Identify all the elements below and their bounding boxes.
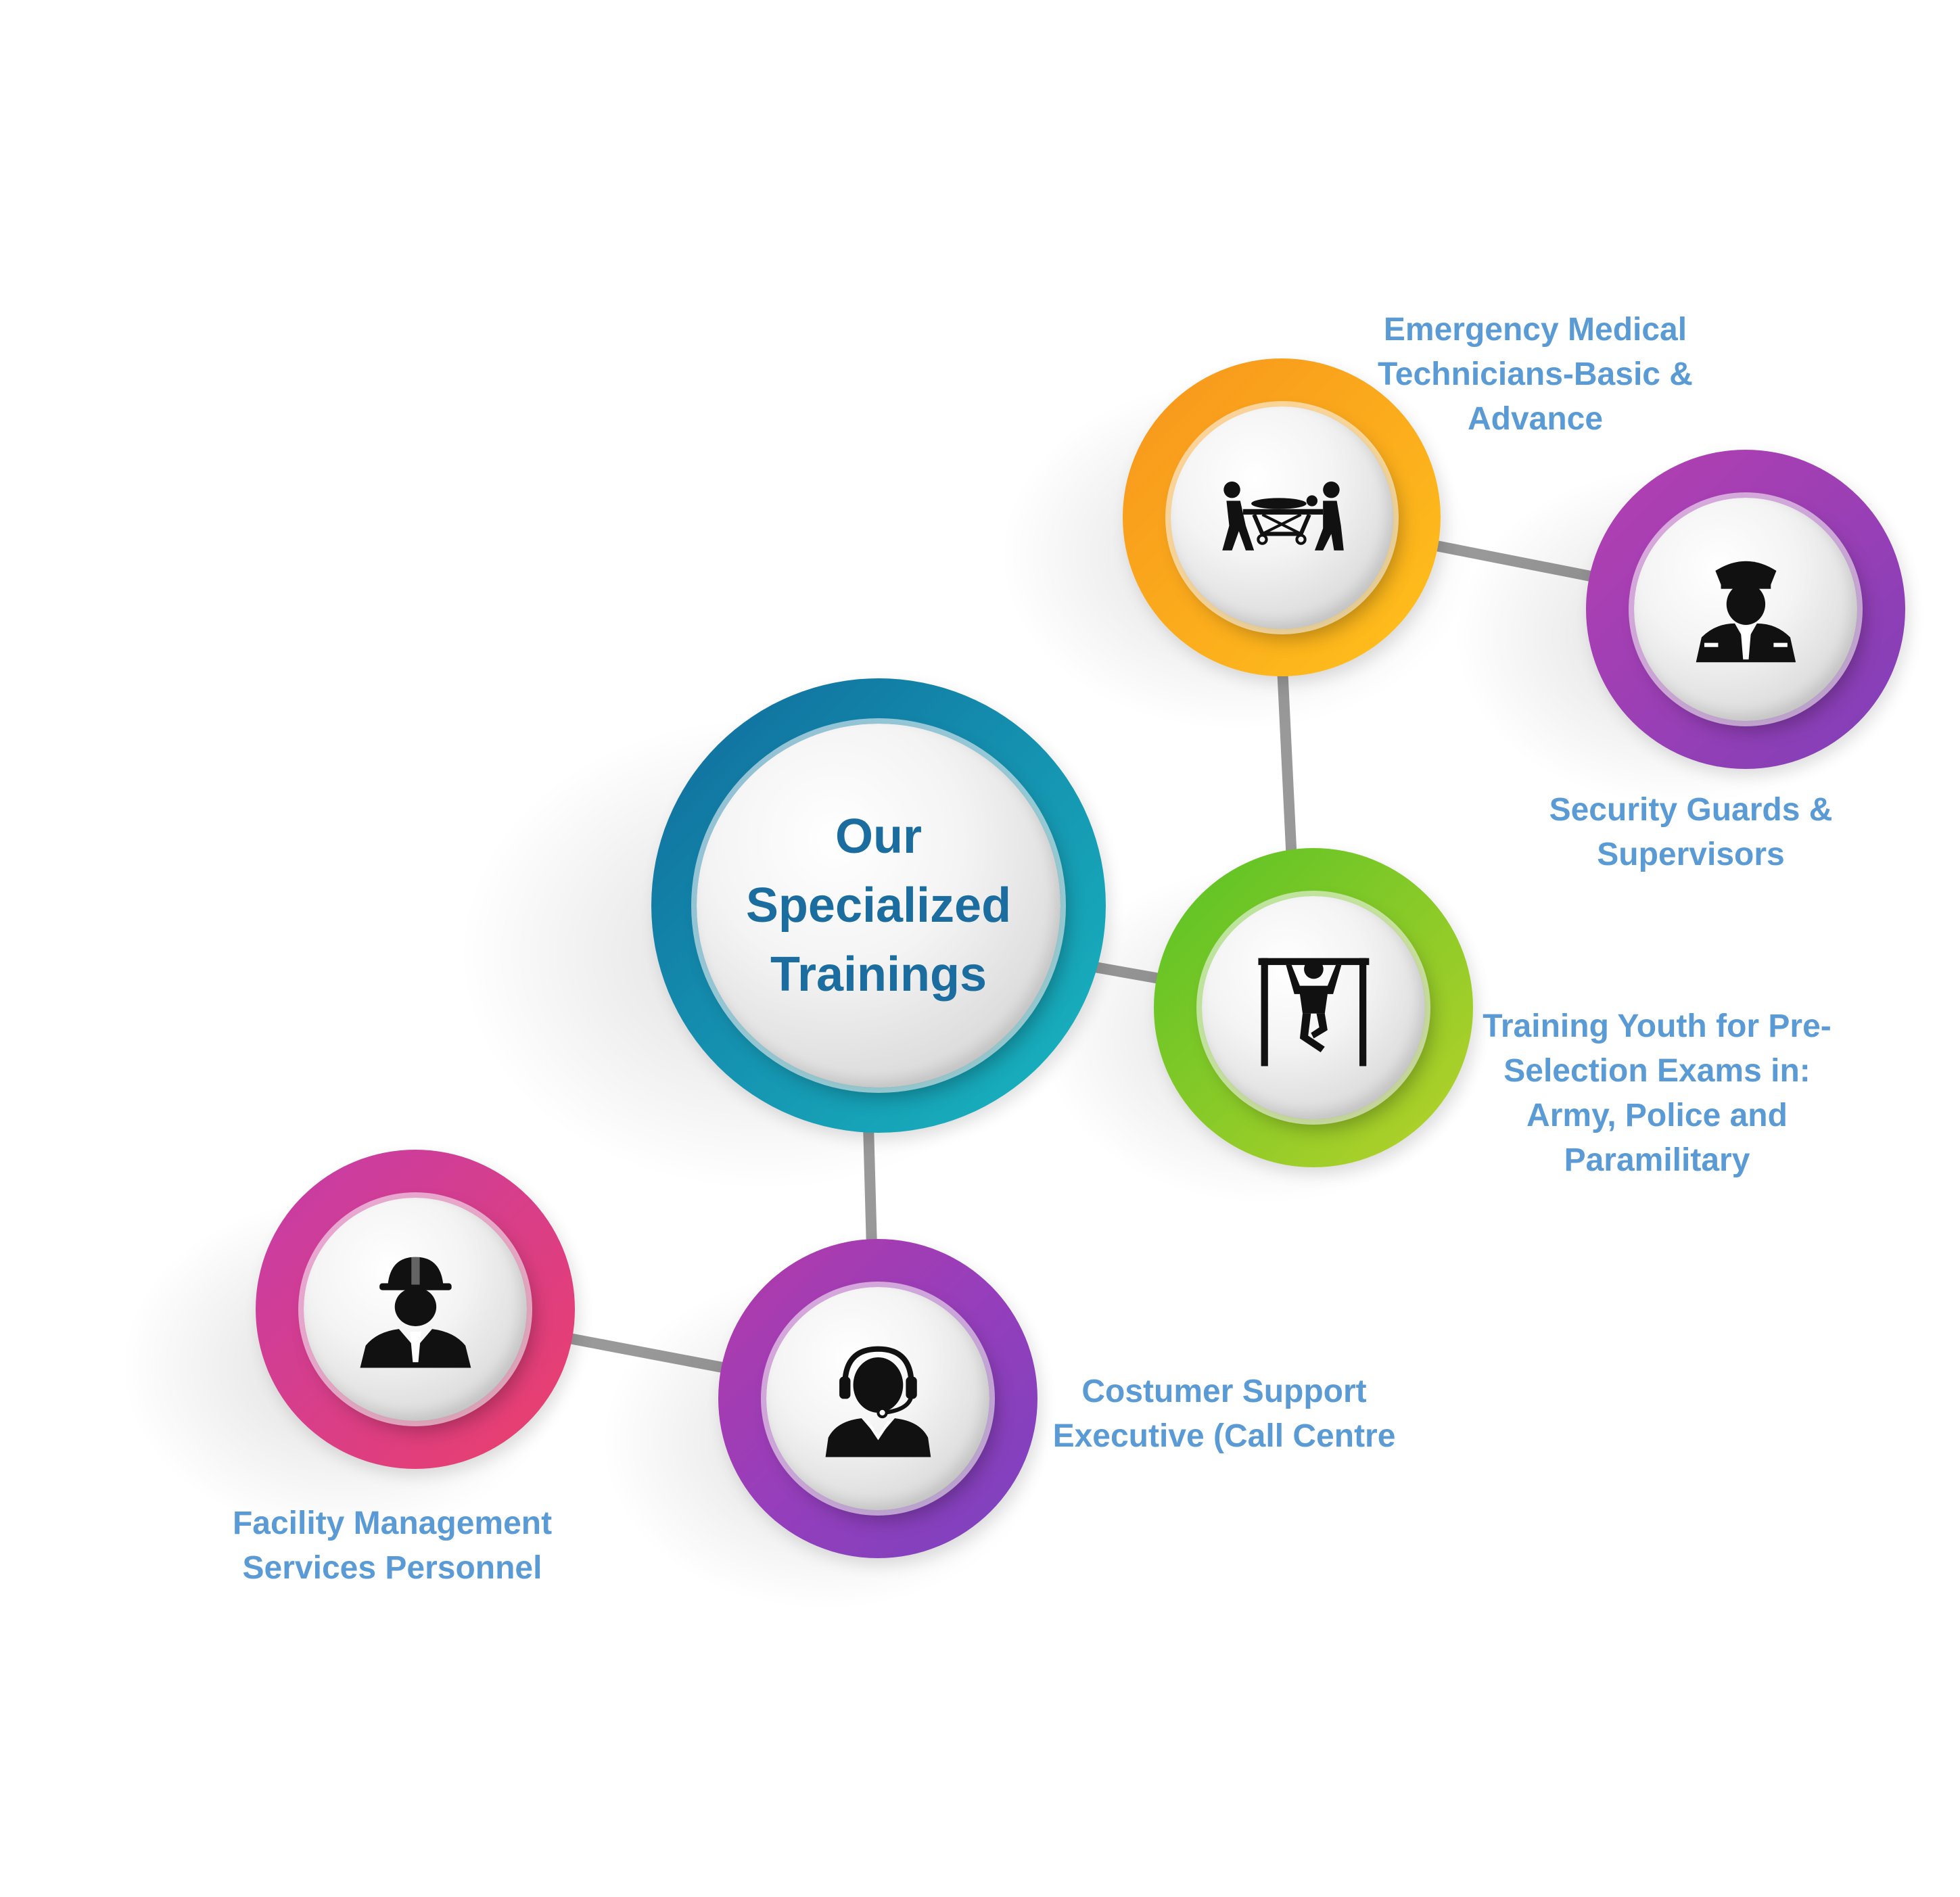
label-line: Selection Exams in: (1503, 1053, 1811, 1089)
center-title-line: Trainings (770, 947, 987, 1002)
center-node: Our Specialized Trainings (651, 678, 1106, 1133)
pull-up-bar-icon (1258, 958, 1369, 1067)
facility-label: Facility Management Services Personnel (203, 1501, 582, 1591)
emt-label: Emergency Medical Technicians-Basic & Ad… (1339, 308, 1731, 442)
youth-label: Training Youth for Pre- Selection Exams … (1454, 1004, 1860, 1183)
youth-disc (1201, 895, 1426, 1120)
label-line: Facility Management (232, 1505, 553, 1541)
youth-node (1154, 848, 1473, 1167)
label-line: Services Personnel (242, 1550, 542, 1586)
label-line: Costumer Support (1081, 1374, 1367, 1409)
label-line: Security Guards & (1549, 792, 1833, 828)
facility-disc (303, 1197, 528, 1422)
support-disc (766, 1286, 990, 1511)
support-node (718, 1239, 1037, 1558)
security-label: Security Guards & Supervisors (1508, 788, 1873, 877)
label-line: Technicians-Basic & (1378, 356, 1693, 392)
center-title-line: Our (835, 809, 922, 864)
label-line: Army, Police and (1526, 1098, 1788, 1133)
center-title: Our Specialized Trainings (746, 802, 1011, 1009)
support-label: Costumer Support Executive (Call Centre (1035, 1369, 1414, 1459)
label-line: Advance (1467, 401, 1604, 437)
label-line: Training Youth for Pre- (1483, 1008, 1831, 1044)
security-disc (1633, 497, 1858, 722)
facility-node (256, 1150, 575, 1469)
label-line: Emergency Medical (1383, 312, 1687, 348)
label-line: Supervisors (1597, 837, 1785, 872)
label-line: Executive (Call Centre (1052, 1418, 1396, 1454)
hard-hat-worker-icon (360, 1257, 471, 1368)
center-title-line: Specialized (745, 878, 1012, 933)
stretcher-icon (1222, 481, 1344, 551)
center-disc: Our Specialized Trainings (697, 724, 1060, 1087)
security-node (1586, 450, 1905, 769)
security-guard-icon (1696, 561, 1796, 662)
label-line: Paramilitary (1564, 1142, 1750, 1178)
emt-node (1123, 358, 1441, 676)
emt-disc (1170, 406, 1393, 629)
headset-agent-icon (825, 1346, 931, 1457)
